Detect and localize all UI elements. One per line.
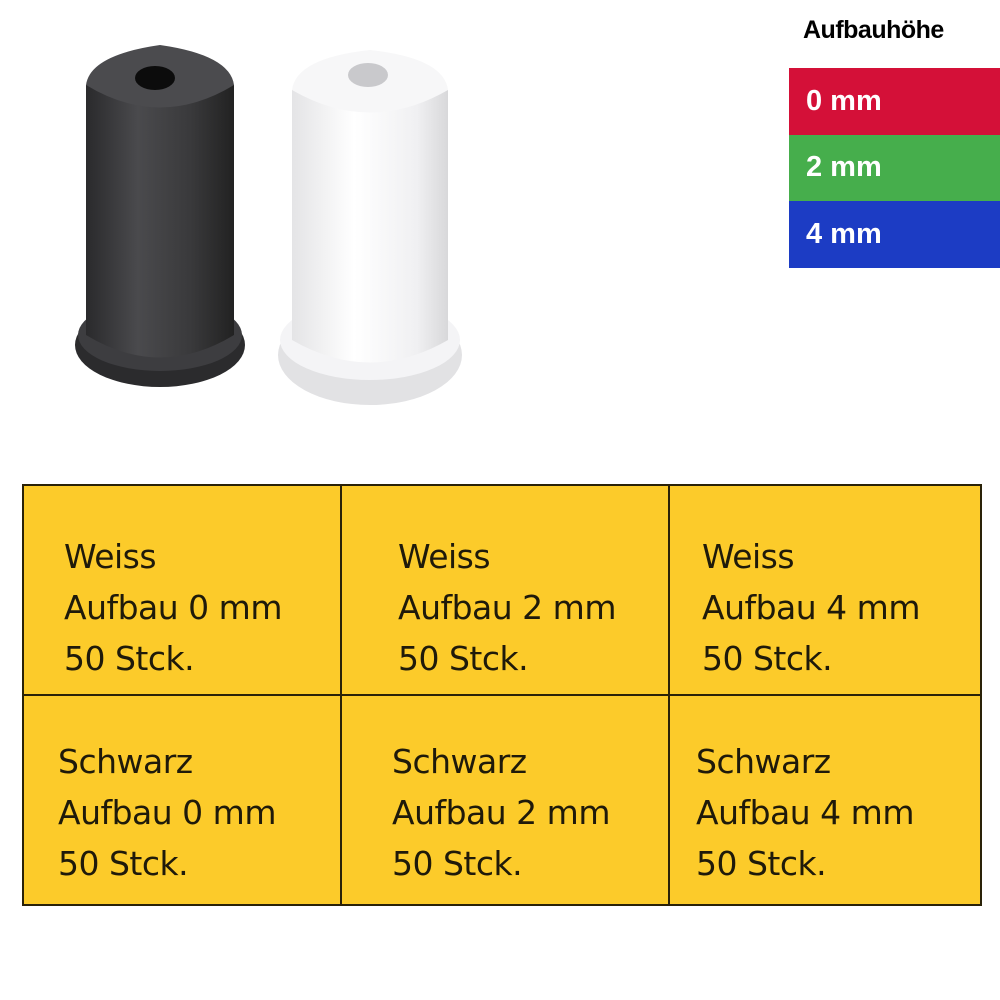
variant-height: Aufbau 0 mm: [64, 588, 282, 627]
variant-color: Schwarz: [696, 742, 831, 781]
variant-color: Weiss: [398, 537, 491, 576]
variant-height: Aufbau 4 mm: [702, 588, 920, 627]
legend-item-4mm: 4 mm: [789, 201, 1000, 268]
variant-height: Aufbau 2 mm: [398, 588, 616, 627]
legend-title: Aufbauhöhe: [803, 16, 944, 44]
height-legend: 0 mm 2 mm 4 mm: [789, 68, 1000, 268]
variant-qty: 50 Stck.: [392, 844, 523, 883]
variant-height: Aufbau 2 mm: [392, 793, 610, 832]
variant-height: Aufbau 4 mm: [696, 793, 914, 832]
product-images: [75, 45, 462, 405]
variant-qty: 50 Stck.: [702, 639, 833, 678]
variant-qty: 50 Stck.: [64, 639, 195, 678]
variant-qty: 50 Stck.: [398, 639, 529, 678]
variant-qty: 50 Stck.: [58, 844, 189, 883]
variant-qty: 50 Stck.: [696, 844, 827, 883]
legend-item-2mm: 2 mm: [789, 134, 1000, 201]
variant-color: Weiss: [702, 537, 795, 576]
variant-color: Weiss: [64, 537, 157, 576]
variant-height: Aufbau 0 mm: [58, 793, 276, 832]
black-spacer-sleeve: [75, 45, 245, 387]
variant-color: Schwarz: [392, 742, 527, 781]
white-spacer-sleeve: [278, 50, 462, 405]
legend-item-0mm: 0 mm: [789, 68, 1000, 135]
variant-color: Schwarz: [58, 742, 193, 781]
